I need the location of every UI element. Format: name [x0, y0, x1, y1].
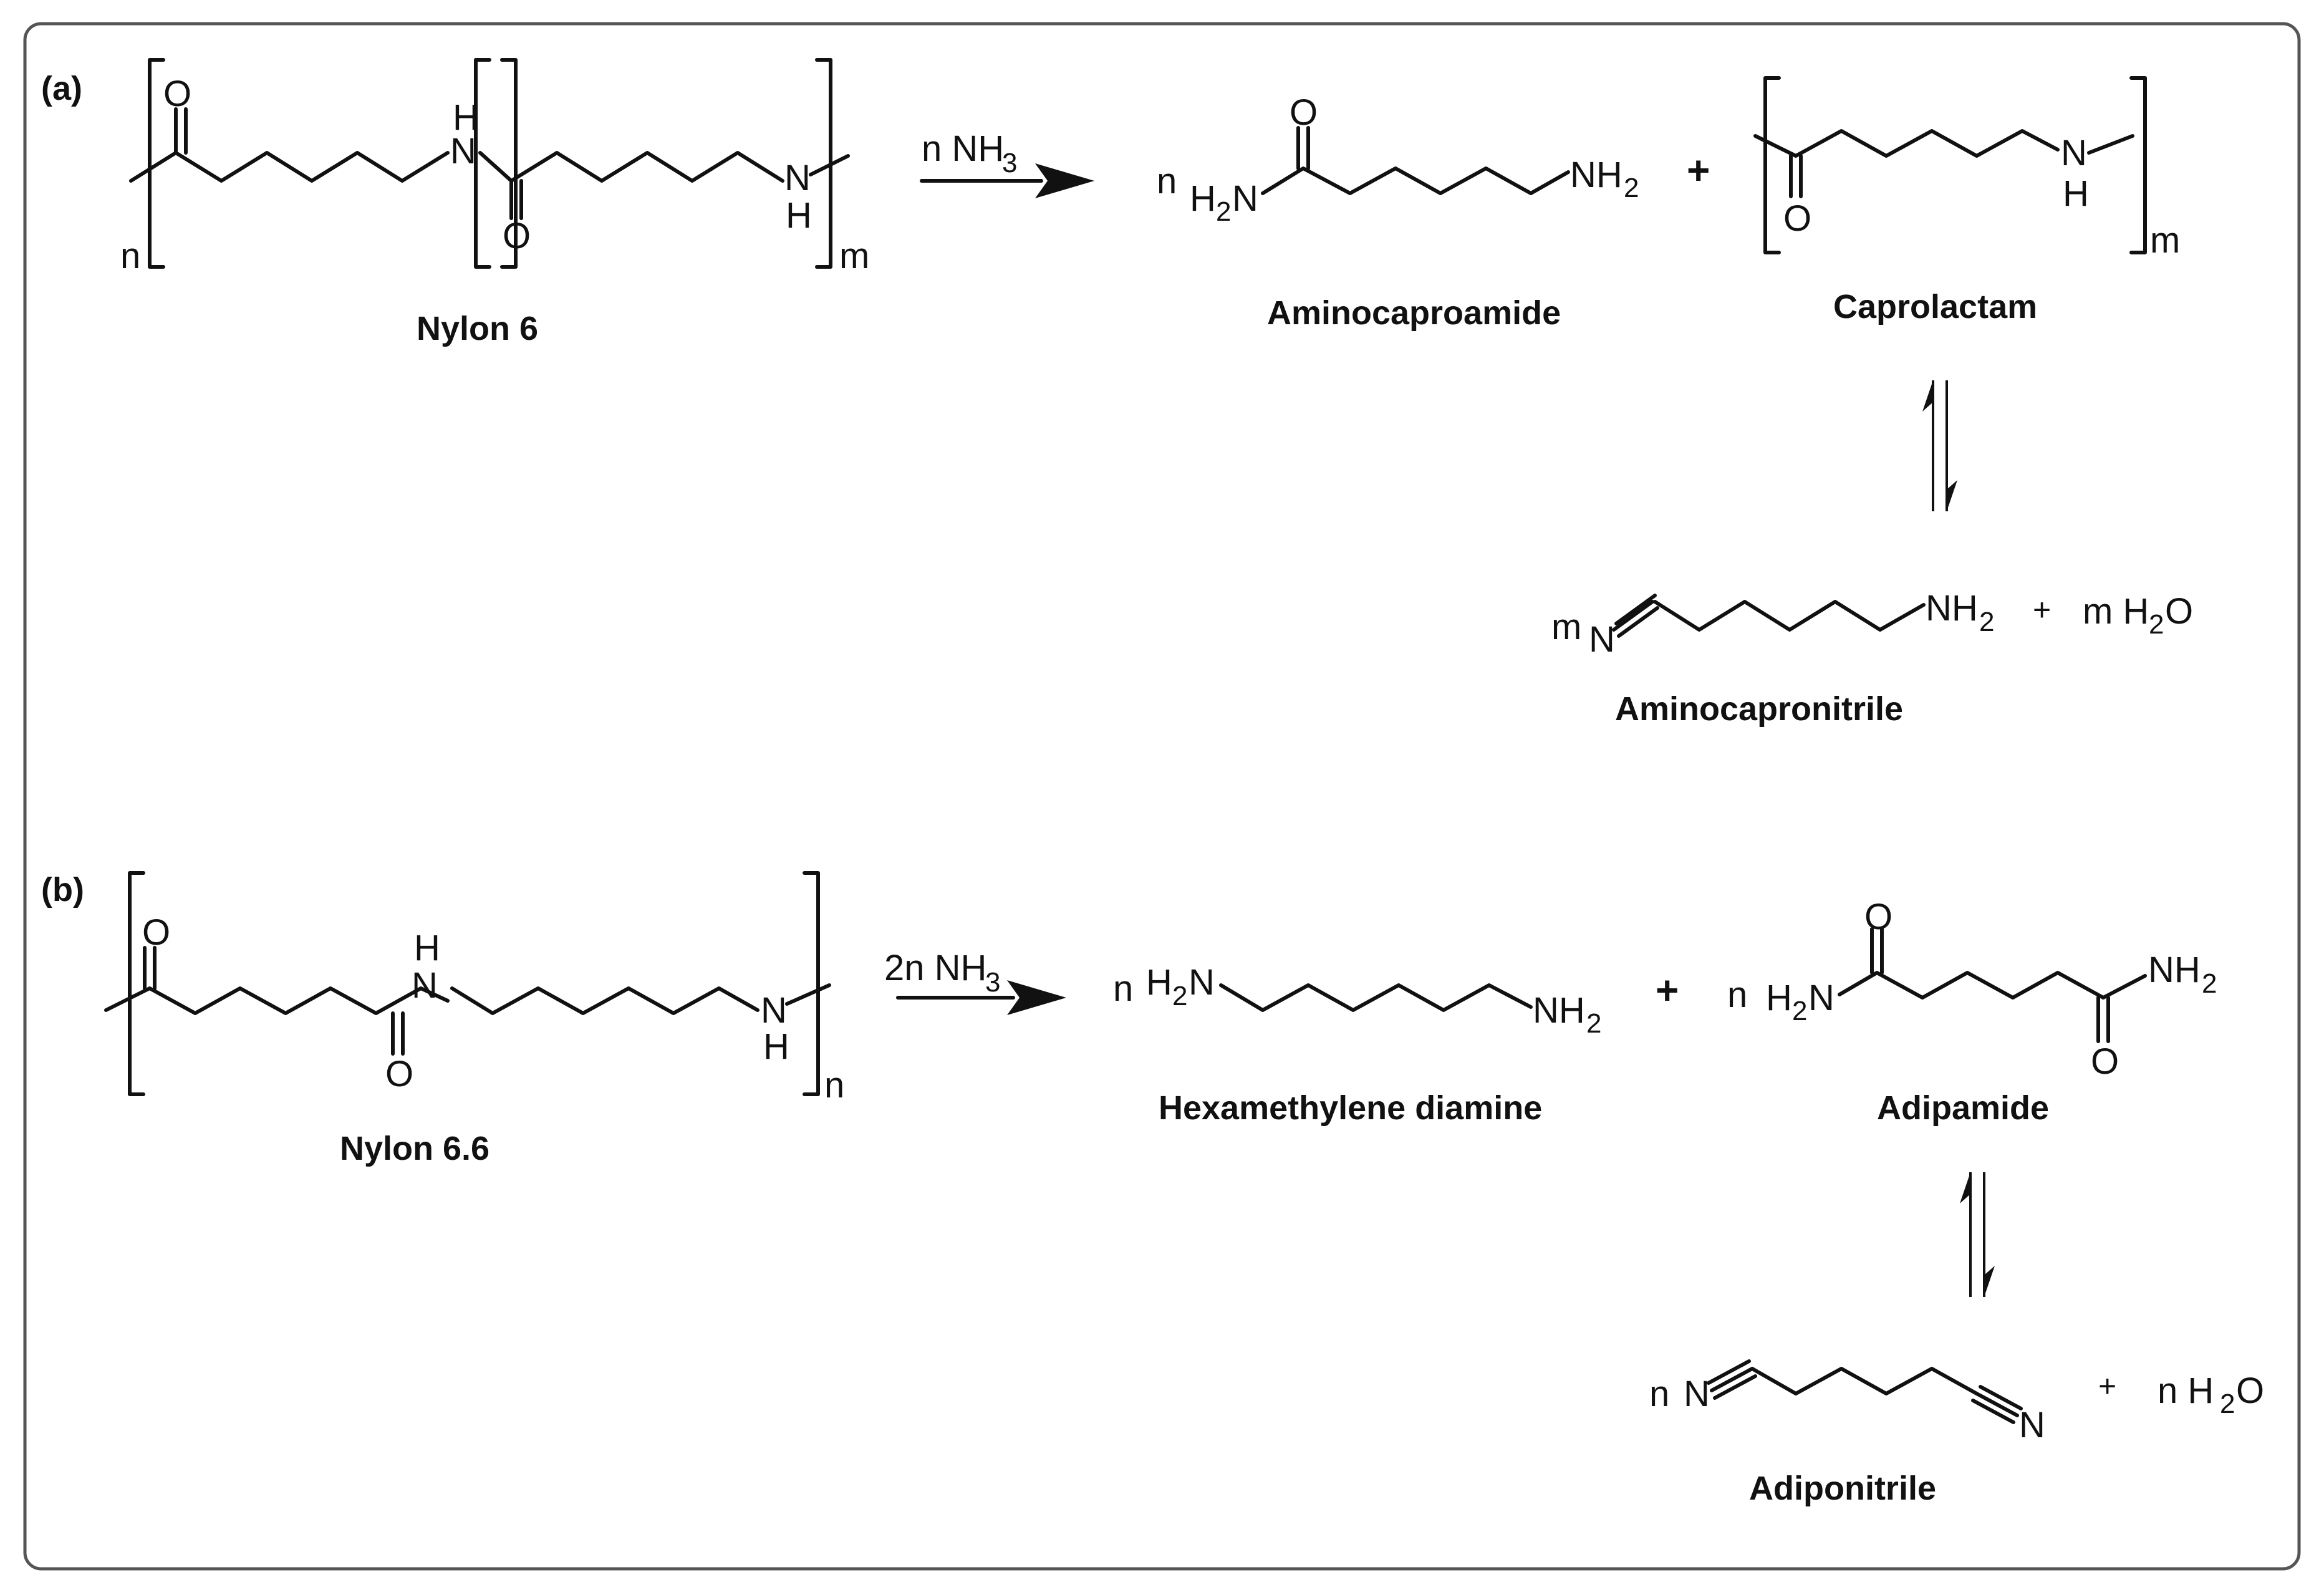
plus-sign: + — [1687, 148, 1710, 193]
hexamethylene-diamine-name: Hexamethylene diamine — [1159, 1089, 1542, 1127]
atom-nh: NH — [2148, 950, 2201, 990]
atom-n: N — [1589, 619, 1615, 660]
adipamide-structure: n H 2 N O O NH 2 — [1727, 897, 2217, 1082]
atom-o: O — [1864, 897, 1892, 937]
atom-n: N — [412, 965, 438, 1006]
nylon-66-name: Nylon 6.6 — [340, 1130, 489, 1167]
subscript-2: 2 — [1172, 981, 1187, 1011]
atom-nh: NH — [1926, 588, 1978, 629]
coefficient-n: n — [1727, 975, 1747, 1015]
caprolactam-structure: O N H m — [1753, 76, 2180, 261]
reaction-arrow-b: 2n NH 3 — [884, 948, 1066, 1015]
subscript-2: 2 — [2202, 968, 2217, 999]
panel-b-label: (b) — [41, 871, 84, 908]
reagent-ammonia: n NH — [922, 128, 1004, 169]
reaction-arrow-a: n NH 3 — [920, 128, 1094, 198]
subscript-2: 2 — [1624, 173, 1639, 203]
nylon-6-structure: O N H O N H n m — [120, 58, 869, 276]
caprolactam-name: Caprolactam — [1833, 288, 2037, 325]
atom-h: H — [1766, 978, 1792, 1018]
diagram-frame — [23, 22, 2301, 1571]
atom-nh: NH — [1570, 155, 1622, 195]
atom-h: H — [786, 195, 812, 236]
repeat-m-label: m — [2150, 220, 2180, 261]
plus-sign: + — [1656, 968, 1679, 1013]
atom-n: N — [1232, 178, 1258, 219]
atom-n: N — [1189, 962, 1215, 1003]
atom-o: O — [1290, 92, 1318, 133]
reagent-subscript: 3 — [1002, 148, 1017, 178]
atom-h: H — [1146, 962, 1172, 1003]
water-subscript: 2 — [2149, 609, 2164, 640]
atom-n: N — [1684, 1374, 1710, 1414]
water-o: O — [2236, 1371, 2264, 1411]
atom-n: N — [761, 990, 787, 1031]
coefficient-n: n — [1113, 968, 1133, 1009]
coefficient-m: m — [1551, 607, 1581, 647]
adiponitrile-structure: n N N + n H 2 O — [1649, 1359, 2264, 1445]
subscript-2: 2 — [1979, 607, 1994, 637]
water-o: O — [2165, 591, 2193, 632]
atom-o: O — [1783, 198, 1811, 239]
atom-nh: NH — [1533, 990, 1585, 1031]
water-n: n H — [2158, 1371, 2214, 1411]
repeat-n-label: n — [120, 236, 140, 276]
aminocaproamide-name: Aminocaproamide — [1267, 294, 1561, 332]
repeat-n-label: n — [824, 1065, 844, 1106]
adipamide-name: Adipamide — [1877, 1089, 2049, 1127]
panel-a-label: (a) — [41, 70, 82, 107]
atom-o: O — [385, 1054, 413, 1094]
water-m: m H — [2083, 591, 2149, 632]
equilibrium-arrow-b — [1960, 1172, 1995, 1297]
atom-h: H — [2063, 173, 2089, 214]
reagent-subscript: 3 — [985, 967, 1000, 998]
coefficient-n: n — [1649, 1374, 1669, 1414]
small-plus-sign: + — [2098, 1369, 2116, 1404]
atom-o: O — [2091, 1041, 2119, 1082]
aminocaproamide-structure: n H 2 N O NH 2 — [1157, 92, 1639, 227]
repeat-m-label: m — [839, 236, 869, 276]
atom-n: N — [450, 131, 476, 171]
atom-h: H — [414, 928, 440, 968]
nylon-6-name: Nylon 6 — [417, 310, 538, 347]
atom-h: H — [453, 97, 479, 138]
hexamethylene-diamine-structure: n H 2 N NH 2 — [1113, 962, 1601, 1039]
small-plus-sign: + — [2033, 592, 2051, 627]
subscript-2: 2 — [1586, 1008, 1601, 1039]
equilibrium-arrow-a — [1922, 380, 1957, 511]
atom-n: N — [1808, 978, 1835, 1018]
atom-n: N — [2019, 1405, 2045, 1445]
atom-o: O — [142, 912, 170, 953]
aminocapronitrile-name: Aminocapronitrile — [1615, 690, 1903, 728]
atom-h: H — [763, 1026, 789, 1067]
atom-o: O — [503, 216, 531, 256]
aminocapronitrile-structure: m N NH 2 + m H 2 O — [1551, 588, 2193, 660]
adiponitrile-name: Adiponitrile — [1749, 1470, 1936, 1507]
atom-n: N — [784, 158, 811, 198]
atom-h: H — [1190, 178, 1216, 219]
reagent-ammonia: 2n NH — [884, 948, 986, 988]
coefficient-n: n — [1157, 161, 1177, 201]
subscript-2: 2 — [1792, 996, 1807, 1026]
subscript-2: 2 — [1216, 196, 1231, 227]
atom-n: N — [2061, 133, 2087, 173]
water-subscript: 2 — [2220, 1389, 2235, 1419]
nylon-66-structure: O O N H N H n — [104, 871, 844, 1106]
atom-o: O — [163, 74, 191, 114]
